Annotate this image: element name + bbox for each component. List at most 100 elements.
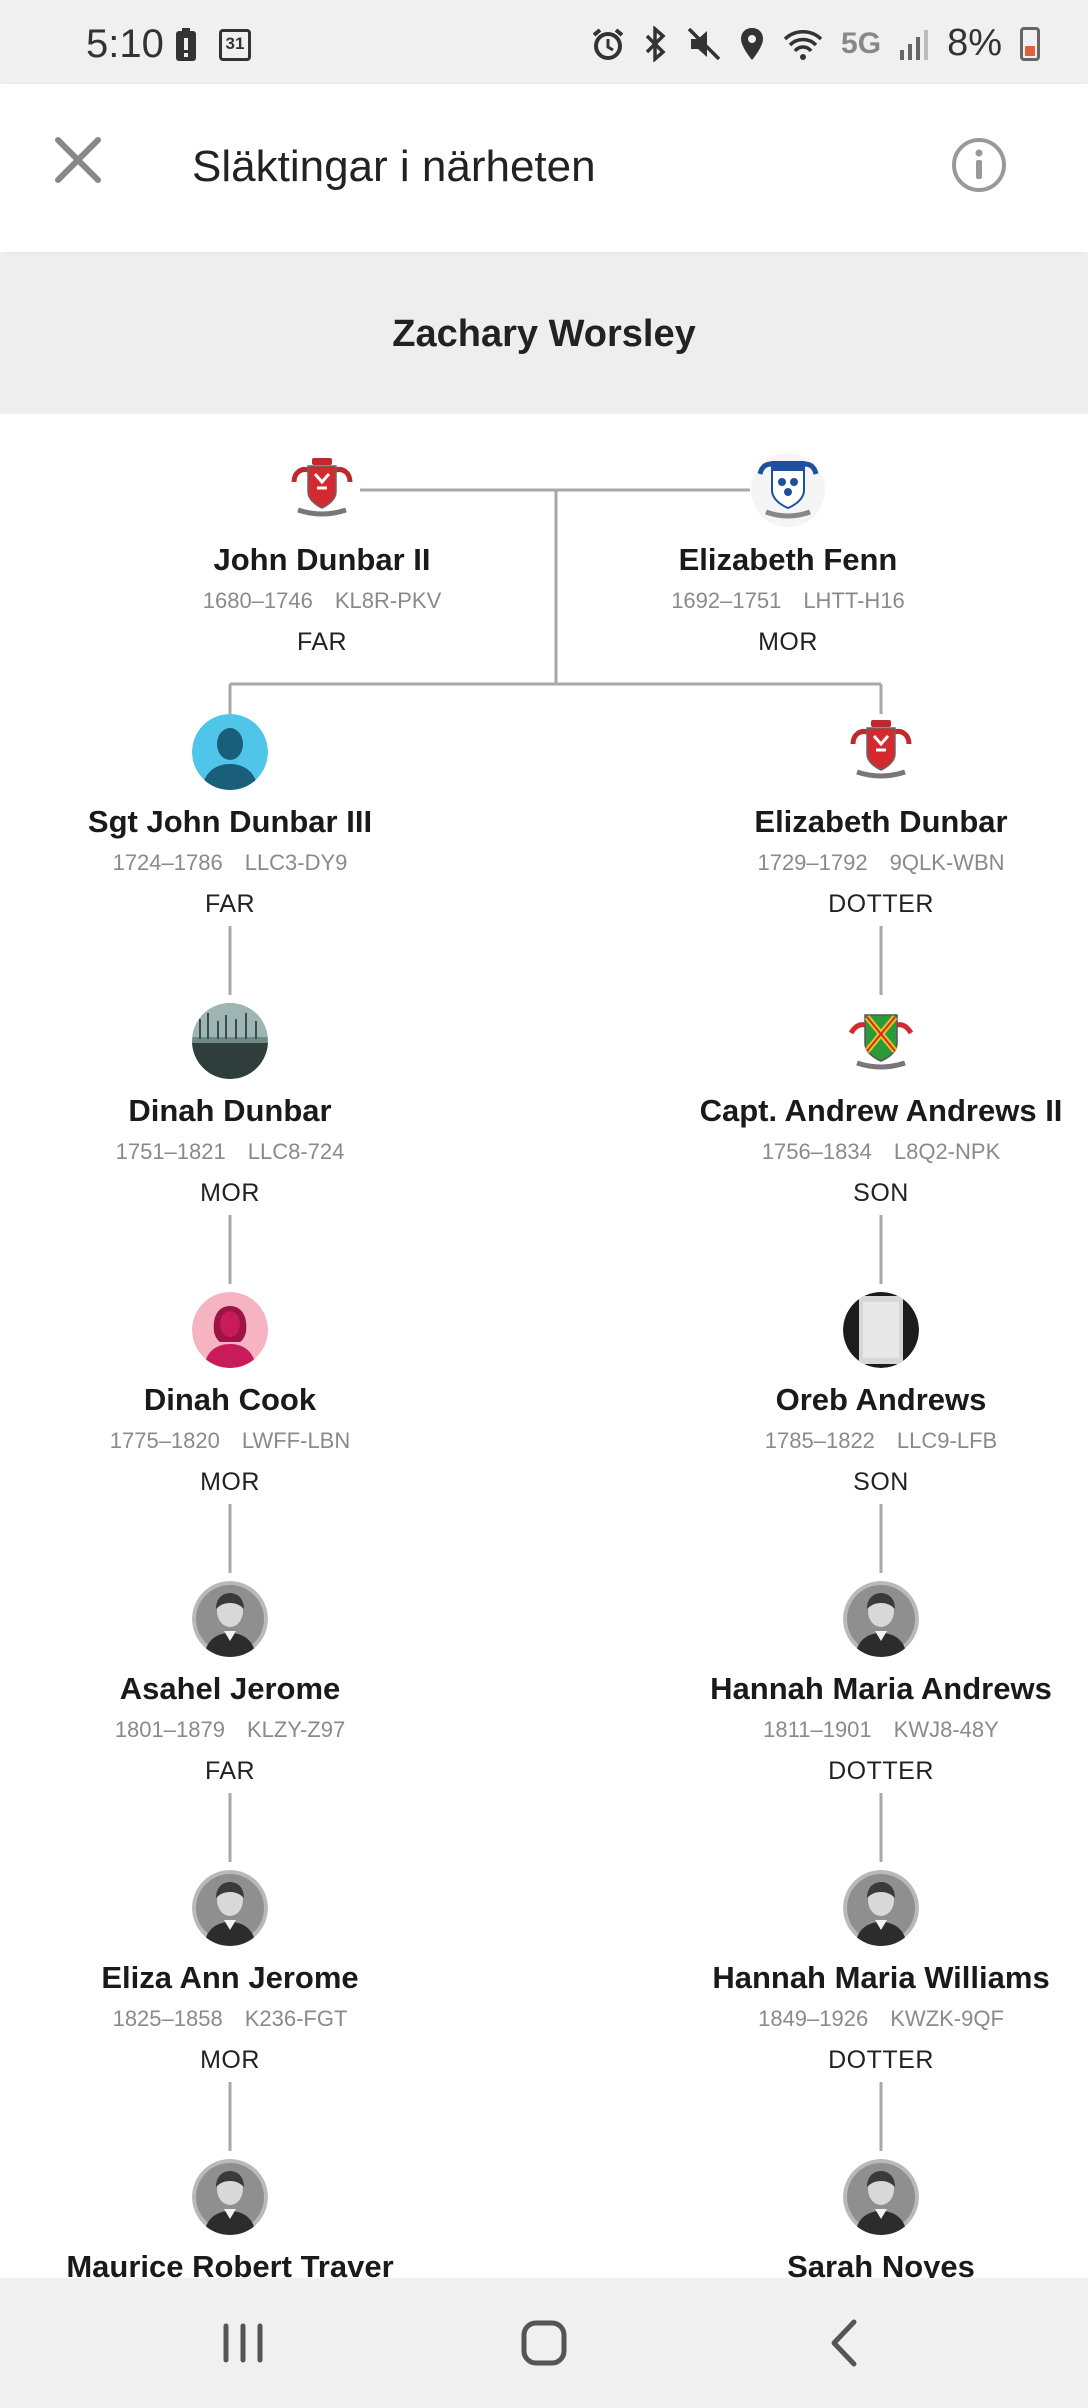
person-name: John Dunbar II: [213, 542, 431, 577]
navigation-bar: [0, 2278, 1088, 2408]
person-meta: 1801–1879 KLZY-Z97: [20, 1717, 440, 1743]
avatar: [192, 1581, 268, 1657]
home-button[interactable]: [509, 2308, 579, 2378]
focus-person-name: Zachary Worsley: [0, 254, 1088, 414]
tree-node-right[interactable]: Elizabeth Dunbar 1729–1792 9QLK-WBN DOTTER: [671, 714, 1088, 919]
person-id: LWFF-LBN: [241, 1428, 351, 1453]
lifespan: 1775–1820: [109, 1428, 220, 1453]
avatar: [750, 452, 826, 528]
mute-icon: [687, 27, 721, 60]
info-icon[interactable]: [950, 136, 1008, 194]
status-bar: 5:10 31 5G 8%: [0, 0, 1088, 84]
person-id: KWZK-9QF: [890, 2006, 1004, 2031]
tree-node-right[interactable]: Sarah Noyes: [671, 2159, 1088, 2278]
person-name: Hannah Maria Andrews: [710, 1671, 1052, 1706]
relation-label: SON: [853, 1468, 909, 1496]
person-meta: 1756–1834 L8Q2-NPK: [671, 1139, 1088, 1165]
lifespan: 1811–1901: [763, 1717, 872, 1742]
person-name: Capt. Andrew Andrews II: [699, 1093, 1063, 1128]
person-meta: 1680–1746 KL8R-PKV: [112, 588, 532, 614]
tree-node-left[interactable]: Maurice Robert Traver: [20, 2159, 440, 2278]
relation-label: FAR: [204, 890, 256, 918]
tree-connectors: [228, 488, 883, 2151]
avatar: [843, 1870, 919, 1946]
relation-label: SON: [853, 1179, 909, 1207]
person-name: Oreb Andrews: [775, 1382, 987, 1417]
person-id: KL8R-PKV: [334, 588, 442, 613]
person-id: LLC8-724: [247, 1139, 345, 1164]
person-meta: 1811–1901 KWJ8-48Y: [671, 1717, 1088, 1743]
relation-label: DOTTER: [828, 2046, 934, 2074]
parent-node-father[interactable]: John Dunbar II 1680–1746 KL8R-PKV FAR: [112, 452, 532, 657]
battery-percent: 8%: [947, 22, 1002, 64]
avatar: [843, 1292, 919, 1368]
person-meta: 1751–1821 LLC8-724: [20, 1139, 440, 1165]
avatar: [843, 1581, 919, 1657]
avatar: [192, 714, 268, 790]
lifespan: 1825–1858: [112, 2006, 223, 2031]
close-icon[interactable]: [46, 128, 110, 192]
wifi-icon: [783, 29, 823, 60]
calendar-icon: 31: [219, 29, 251, 61]
location-icon: [741, 27, 764, 60]
app-bar: Släktingar i närheten: [0, 84, 1088, 252]
person-id: L8Q2-NPK: [893, 1139, 1001, 1164]
person-name: Dinah Dunbar: [128, 1093, 332, 1128]
relation-label: MOR: [200, 2046, 260, 2074]
avatar: [192, 2159, 268, 2235]
relationship-tree: John Dunbar II 1680–1746 KL8R-PKV FAR Elizab…: [0, 414, 1088, 2278]
person-id: LHTT-H16: [803, 588, 905, 613]
person-name: Hannah Maria Williams: [712, 1960, 1050, 1995]
avatar: [843, 2159, 919, 2235]
person-id: KWJ8-48Y: [893, 1717, 999, 1742]
person-id: K236-FGT: [244, 2006, 348, 2031]
person-name: Sarah Noyes: [787, 2249, 975, 2278]
lifespan: 1692–1751: [671, 588, 782, 613]
relation-label: FAR: [204, 1757, 256, 1785]
person-id: LLC9-LFB: [896, 1428, 998, 1453]
signal-icon: [900, 29, 929, 60]
person-meta: 1692–1751 LHTT-H16: [578, 588, 998, 614]
lifespan: 1729–1792: [757, 850, 868, 875]
lifespan: 1756–1834: [761, 1139, 872, 1164]
person-meta: 1785–1822 LLC9-LFB: [671, 1428, 1088, 1454]
person-meta: 1775–1820 LWFF-LBN: [20, 1428, 440, 1454]
bluetooth-icon: [645, 25, 666, 62]
lifespan: 1680–1746: [202, 588, 313, 613]
network-type: 5G: [841, 26, 882, 60]
avatar: [192, 1003, 268, 1079]
person-meta: 1825–1858 K236-FGT: [20, 2006, 440, 2032]
lifespan: 1801–1879: [114, 1717, 225, 1742]
tree-node-right[interactable]: Oreb Andrews 1785–1822 LLC9-LFB SON: [671, 1292, 1088, 1497]
lifespan: 1785–1822: [764, 1428, 875, 1453]
relation-label: DOTTER: [828, 890, 934, 918]
relation-label: MOR: [200, 1179, 260, 1207]
person-id: KLZY-Z97: [246, 1717, 346, 1742]
back-button[interactable]: [810, 2308, 880, 2378]
person-name: Maurice Robert Traver: [66, 2249, 394, 2278]
relation-label: MOR: [200, 1468, 260, 1496]
person-id: 9QLK-WBN: [889, 850, 1005, 875]
person-name: Elizabeth Fenn: [678, 542, 898, 577]
tree-node-left[interactable]: Dinah Cook 1775–1820 LWFF-LBN MOR: [20, 1292, 440, 1497]
battery-saver-icon: [176, 28, 196, 61]
recents-button[interactable]: [208, 2308, 278, 2378]
lifespan: 1751–1821: [115, 1139, 226, 1164]
relation-label: FAR: [296, 628, 348, 656]
alarm-icon: [592, 27, 624, 60]
person-name: Elizabeth Dunbar: [754, 804, 1008, 839]
battery-icon: [1020, 26, 1040, 61]
lifespan: 1724–1786: [112, 850, 223, 875]
avatar: [192, 1870, 268, 1946]
status-time: 5:10: [86, 22, 164, 66]
person-name: Dinah Cook: [143, 1382, 317, 1417]
tree-node-right[interactable]: Capt. Andrew Andrews II 1756–1834 L8Q2-NPK…: [671, 1003, 1088, 1208]
